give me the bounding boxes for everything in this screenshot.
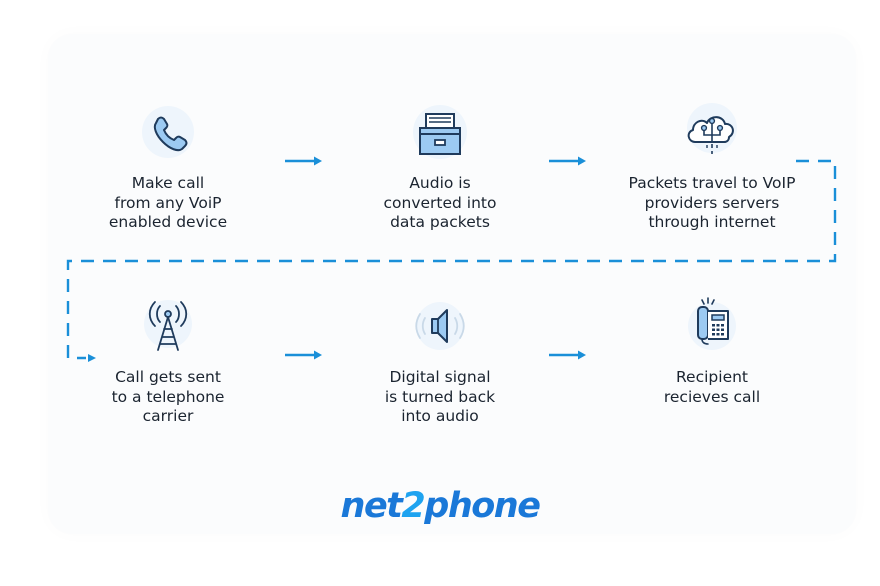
arrow-right-2 — [549, 156, 586, 166]
file-drawer-icon — [404, 102, 476, 166]
desk-phone-icon — [676, 296, 748, 360]
arrow-right-3 — [285, 350, 322, 360]
step-label: Make call from any VoiP enabled device — [108, 174, 228, 231]
speaker-icon — [404, 296, 476, 360]
cloud-network-icon — [676, 102, 748, 166]
logo-part-2: 2 — [401, 486, 425, 526]
step-label: Packets travel to VoIP providers servers… — [628, 174, 796, 231]
step-label: Audio is converted into data packets — [383, 174, 497, 231]
cell-tower-icon — [132, 296, 204, 360]
logo-part-phone: phone — [424, 486, 541, 526]
arrow-right-1 — [285, 156, 322, 166]
arrow-right-4 — [549, 350, 586, 360]
phone-icon — [132, 102, 204, 166]
step-label: Call gets sent to a telephone carrier — [111, 368, 225, 425]
step-label: Recipient recieves call — [663, 368, 761, 406]
logo-part-net: net — [340, 486, 403, 526]
net2phone-logo: net2phone — [0, 486, 880, 526]
step-label: Digital signal is turned back into audio — [384, 368, 496, 425]
